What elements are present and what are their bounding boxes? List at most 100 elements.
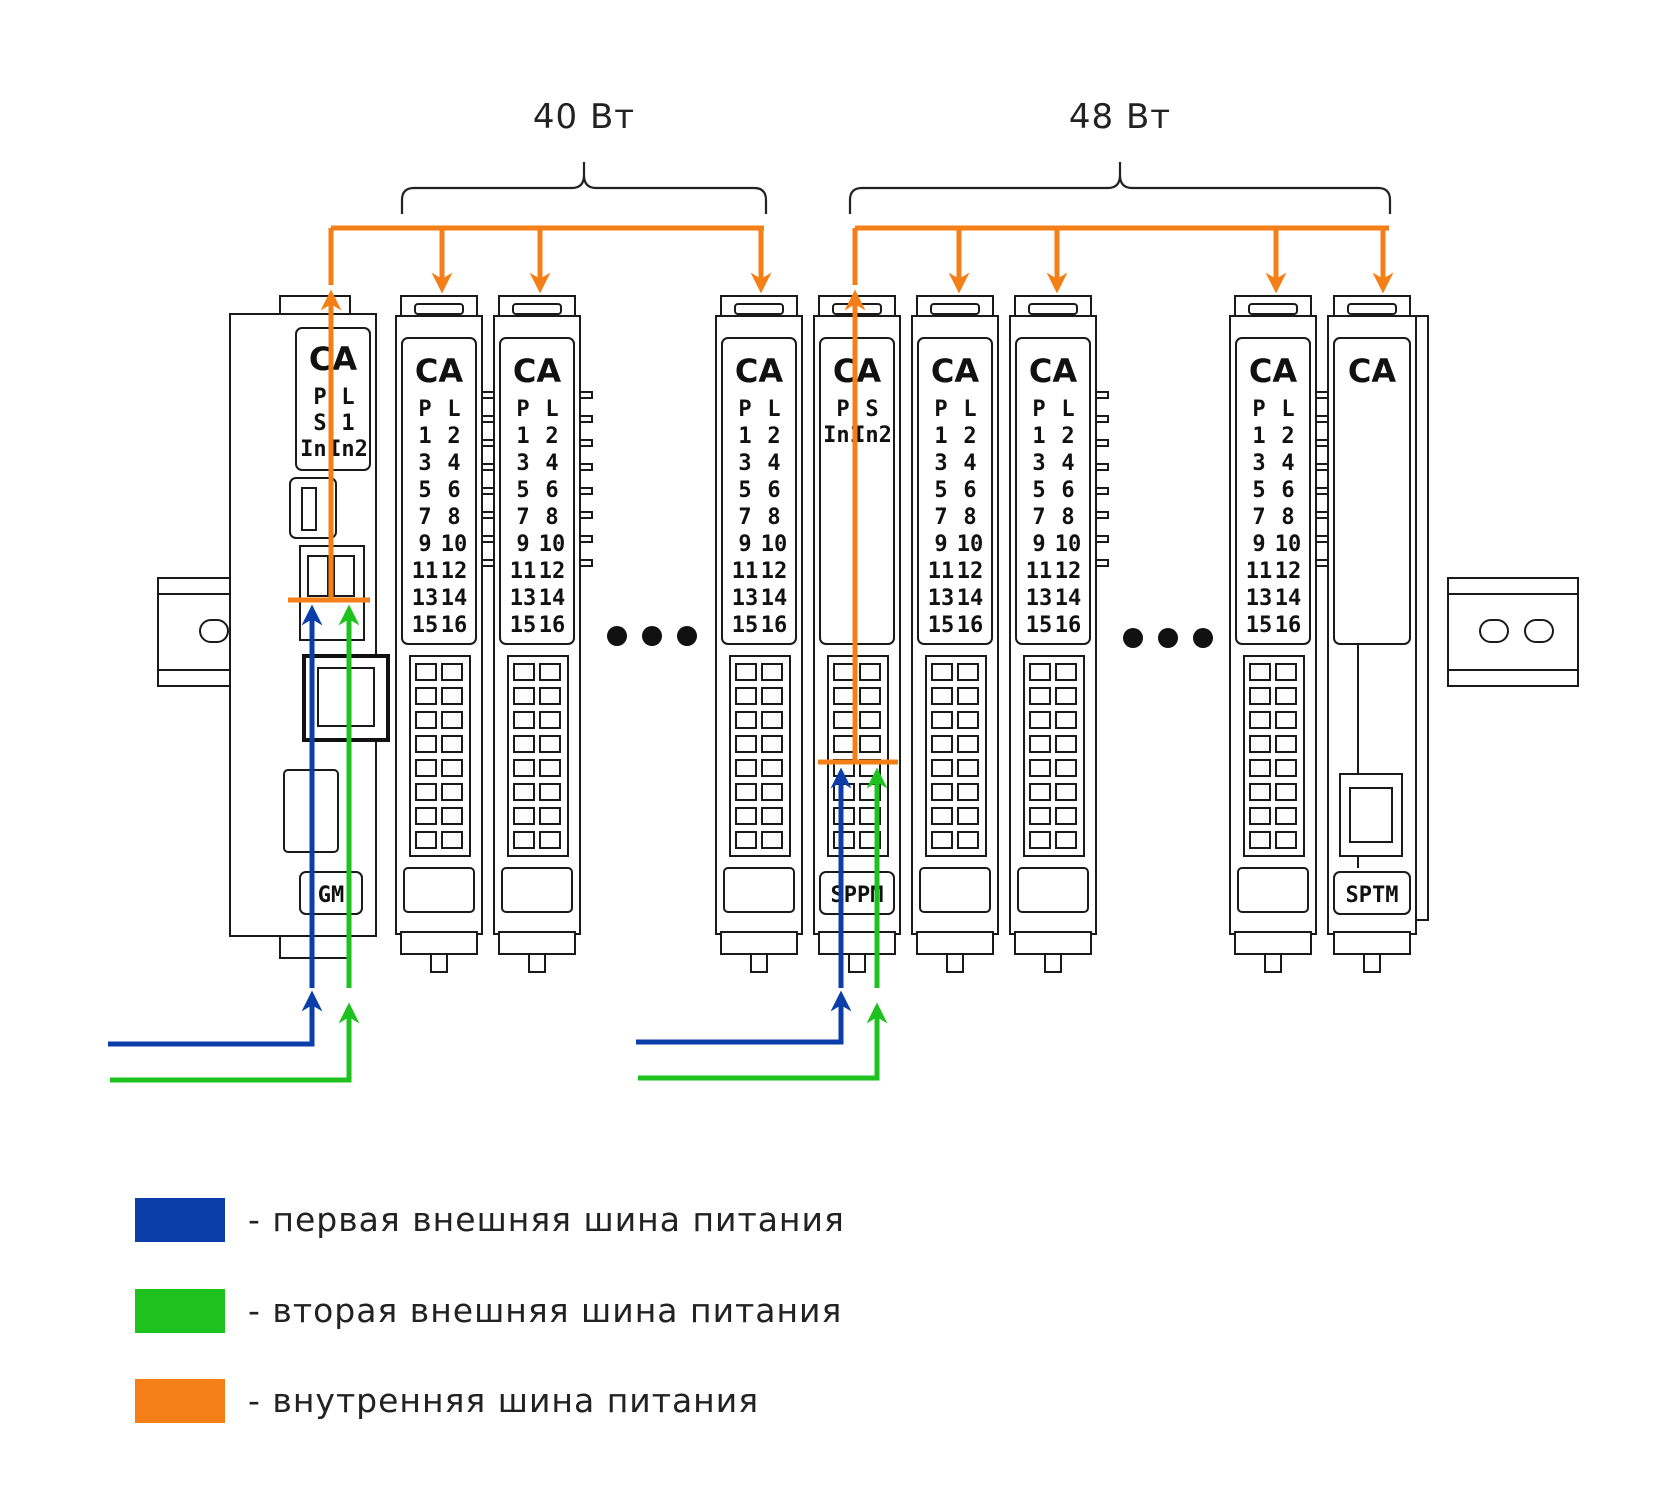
legend-label-external-bus-2: - вторая внешняя шина питания xyxy=(248,1291,842,1330)
channel-label: 16 xyxy=(539,613,566,638)
channel-label: 11 xyxy=(1026,559,1053,584)
channel-label: 10 xyxy=(539,532,566,557)
din-rail xyxy=(157,577,1579,687)
channel-label: 16 xyxy=(957,613,984,638)
channel-label: L xyxy=(447,397,460,422)
channel-label: 13 xyxy=(1246,586,1273,611)
led-label: 1 xyxy=(341,411,354,436)
channel-label: 10 xyxy=(1275,532,1302,557)
channel-label: 5 xyxy=(418,478,431,503)
module-name-gm: GM xyxy=(318,883,345,908)
channel-label: L xyxy=(1281,397,1294,422)
channel-label: 6 xyxy=(447,478,460,503)
channel-label: 8 xyxy=(545,505,558,530)
led-label: S xyxy=(313,411,326,436)
channel-label: L xyxy=(545,397,558,422)
channel-label: 6 xyxy=(1061,478,1074,503)
led-label: S xyxy=(865,397,878,422)
channel-label: 1 xyxy=(738,424,751,449)
channel-label: 1 xyxy=(1252,424,1265,449)
channel-label: 2 xyxy=(545,424,558,449)
channel-label: 14 xyxy=(1055,586,1082,611)
channel-label: 16 xyxy=(441,613,468,638)
channel-label: 12 xyxy=(1055,559,1082,584)
channel-label: P xyxy=(516,397,529,422)
internal-bus-group-2 xyxy=(818,225,1394,765)
group-brace-40w xyxy=(400,162,768,214)
channel-label: 14 xyxy=(441,586,468,611)
channel-label: 3 xyxy=(516,451,529,476)
legend: - первая внешняя шина питания - вторая в… xyxy=(135,1198,845,1423)
channel-label: P xyxy=(1032,397,1045,422)
channel-label: 6 xyxy=(963,478,976,503)
channel-label: 15 xyxy=(412,613,439,638)
channel-label: 7 xyxy=(1252,505,1265,530)
module-name-sptm: SPTM xyxy=(1346,883,1399,908)
channel-label: 9 xyxy=(934,532,947,557)
channel-label: 4 xyxy=(1281,451,1294,476)
channel-label: 10 xyxy=(441,532,468,557)
channel-label: 6 xyxy=(767,478,780,503)
channel-label: 11 xyxy=(1246,559,1273,584)
channel-label: 6 xyxy=(545,478,558,503)
channel-label: P xyxy=(738,397,751,422)
channel-label: L xyxy=(963,397,976,422)
channel-label: 15 xyxy=(732,613,759,638)
channel-label: 13 xyxy=(928,586,955,611)
channel-label: P xyxy=(418,397,431,422)
channel-label: 15 xyxy=(1246,613,1273,638)
led-label: P xyxy=(836,397,849,422)
logo-ca: CA xyxy=(513,352,561,390)
channel-label: 3 xyxy=(738,451,751,476)
legend-label-external-bus-1: - первая внешняя шина питания xyxy=(248,1200,845,1239)
legend-item-internal-bus: - внутренняя шина питания xyxy=(135,1379,758,1423)
channel-label: 13 xyxy=(510,586,537,611)
channel-label: 7 xyxy=(934,505,947,530)
external-bus-1 xyxy=(108,604,852,1047)
group-label-40w: 40 Вт xyxy=(533,97,635,137)
channel-label: 2 xyxy=(447,424,460,449)
channel-label: 13 xyxy=(412,586,439,611)
channel-label: 12 xyxy=(761,559,788,584)
channel-label: 16 xyxy=(761,613,788,638)
channel-label: 7 xyxy=(516,505,529,530)
channel-label: 9 xyxy=(418,532,431,557)
channel-label: 16 xyxy=(1055,613,1082,638)
channel-label: 1 xyxy=(516,424,529,449)
channel-label: 8 xyxy=(963,505,976,530)
channel-label: 11 xyxy=(510,559,537,584)
channel-label: P xyxy=(1252,397,1265,422)
channel-label: 1 xyxy=(934,424,947,449)
group-brace-48w xyxy=(848,162,1392,214)
group-label-48w: 48 Вт xyxy=(1069,97,1171,137)
channel-label: 8 xyxy=(447,505,460,530)
led-label: In2 xyxy=(328,437,368,462)
channel-label: 4 xyxy=(1061,451,1074,476)
channel-label: 2 xyxy=(963,424,976,449)
logo-ca: CA xyxy=(735,352,783,390)
logo-ca: CA xyxy=(1029,352,1077,390)
channel-label: 8 xyxy=(767,505,780,530)
channel-label: 8 xyxy=(1061,505,1074,530)
channel-label: 14 xyxy=(761,586,788,611)
logo-ca: CA xyxy=(415,352,463,390)
channel-label: 4 xyxy=(963,451,976,476)
channel-label: 10 xyxy=(957,532,984,557)
channel-label: 15 xyxy=(928,613,955,638)
channel-label: 14 xyxy=(957,586,984,611)
logo-ca: CA xyxy=(931,352,979,390)
channel-label: 15 xyxy=(1026,613,1053,638)
internal-bus-group-1 xyxy=(288,225,772,603)
channel-label: 2 xyxy=(1281,424,1294,449)
channel-label: 3 xyxy=(934,451,947,476)
legend-swatch-external-bus-1 xyxy=(135,1198,225,1242)
led-label: P xyxy=(313,385,326,410)
channel-label: 9 xyxy=(1252,532,1265,557)
ellipsis-gap-2 xyxy=(1123,628,1213,648)
channel-label: 12 xyxy=(1275,559,1302,584)
channel-label: 12 xyxy=(539,559,566,584)
channel-label: 2 xyxy=(1061,424,1074,449)
